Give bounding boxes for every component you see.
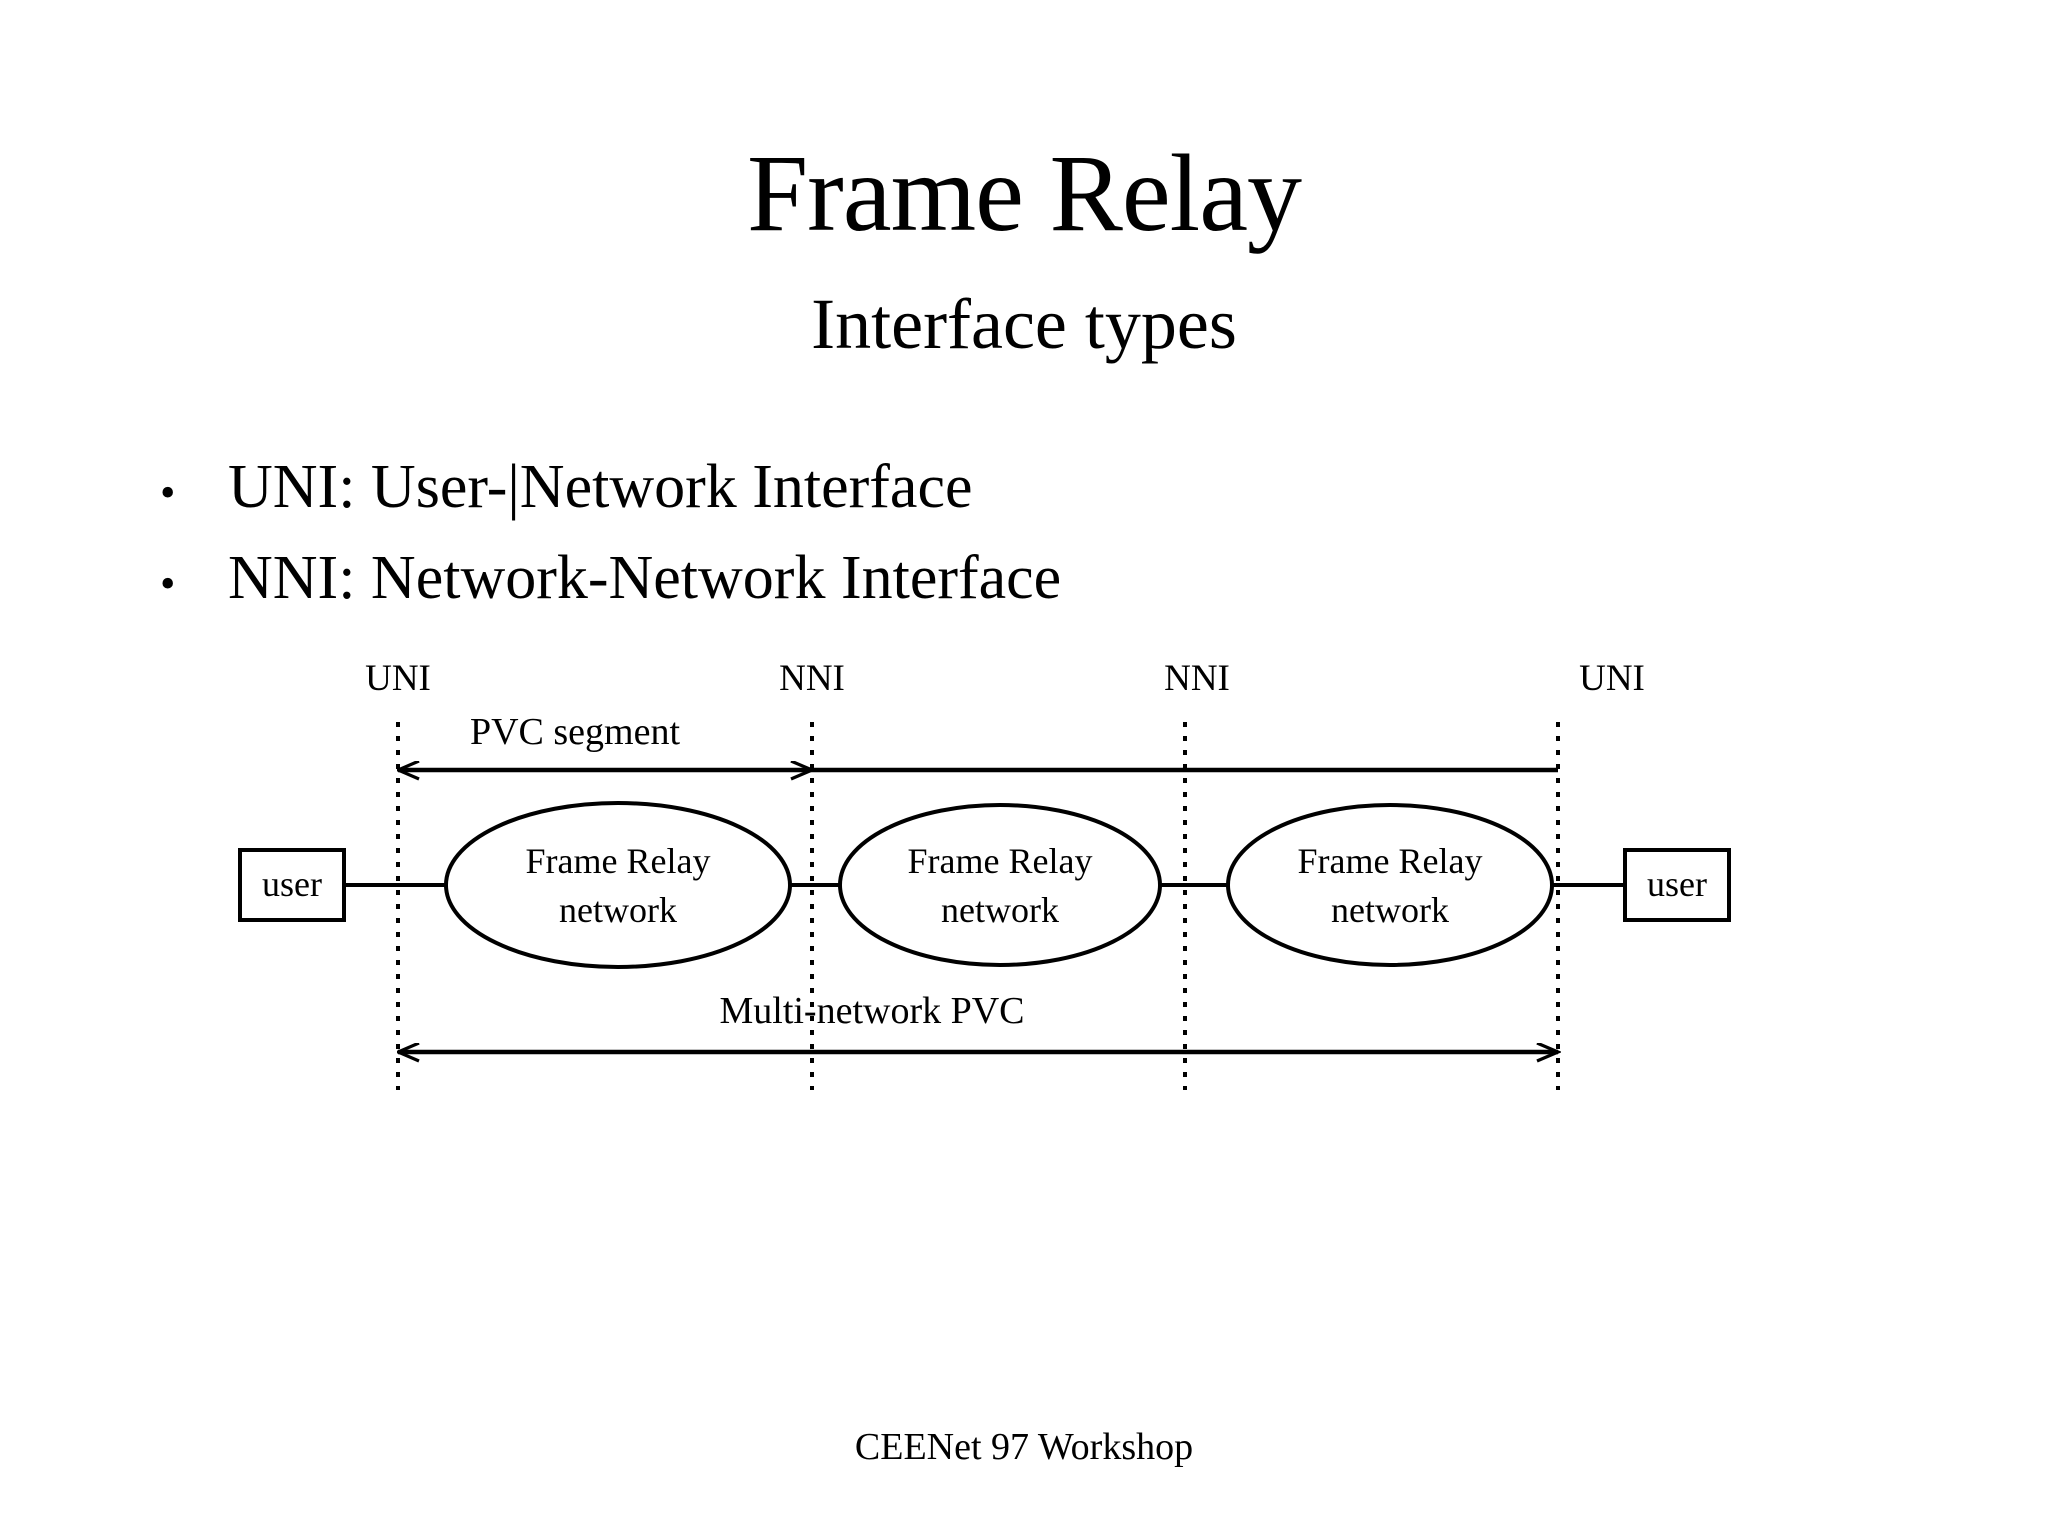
frame-relay-diagram: UNI NNI NNI UNI PVC segment user Frame R… bbox=[0, 660, 2048, 1110]
bullet-point-icon: • bbox=[160, 468, 176, 517]
list-item: • UNI: User-|Network Interface bbox=[160, 453, 1860, 521]
bullet-text-nni: NNI: Network-Network Interface bbox=[228, 544, 1062, 613]
bullet-list: • UNI: User-|Network Interface • NNI: Ne… bbox=[160, 453, 1860, 637]
interface-label-uni-right: UNI bbox=[1579, 660, 1645, 699]
network-node-3-line2: network bbox=[1331, 890, 1449, 930]
user-box-left-label: user bbox=[262, 864, 322, 904]
span-label-multi-network-pvc: Multi-network PVC bbox=[719, 990, 1024, 1032]
network-node-3: Frame Relay network bbox=[1226, 803, 1554, 967]
page-subtitle: Interface types bbox=[811, 284, 1237, 364]
list-item: • NNI: Network-Network Interface bbox=[160, 544, 1860, 613]
bullet-text-uni: UNI: User-|Network Interface bbox=[228, 453, 973, 521]
page-title: Frame Relay bbox=[746, 132, 1302, 254]
interface-label-uni-left: UNI bbox=[365, 660, 431, 699]
user-box-right: user bbox=[1623, 848, 1731, 922]
network-node-2-line1: Frame Relay bbox=[908, 841, 1093, 881]
interface-boundary-lines bbox=[396, 722, 1560, 1090]
user-box-right-label: user bbox=[1647, 864, 1707, 904]
user-box-left: user bbox=[238, 848, 346, 922]
bullet-point-icon: • bbox=[160, 559, 176, 609]
network-node-1: Frame Relay network bbox=[444, 801, 792, 969]
interface-label-nni-1: NNI bbox=[779, 660, 845, 699]
network-node-3-line1: Frame Relay bbox=[1298, 841, 1483, 881]
network-node-1-line2: network bbox=[559, 890, 677, 930]
slide-footer: CEENet 97 Workshop bbox=[854, 1426, 1194, 1468]
network-node-2: Frame Relay network bbox=[838, 803, 1162, 967]
interface-label-nni-2: NNI bbox=[1164, 660, 1230, 699]
network-node-1-line1: Frame Relay bbox=[526, 841, 711, 881]
network-node-2-line2: network bbox=[941, 890, 1059, 930]
span-label-pvc-segment: PVC segment bbox=[470, 711, 681, 753]
